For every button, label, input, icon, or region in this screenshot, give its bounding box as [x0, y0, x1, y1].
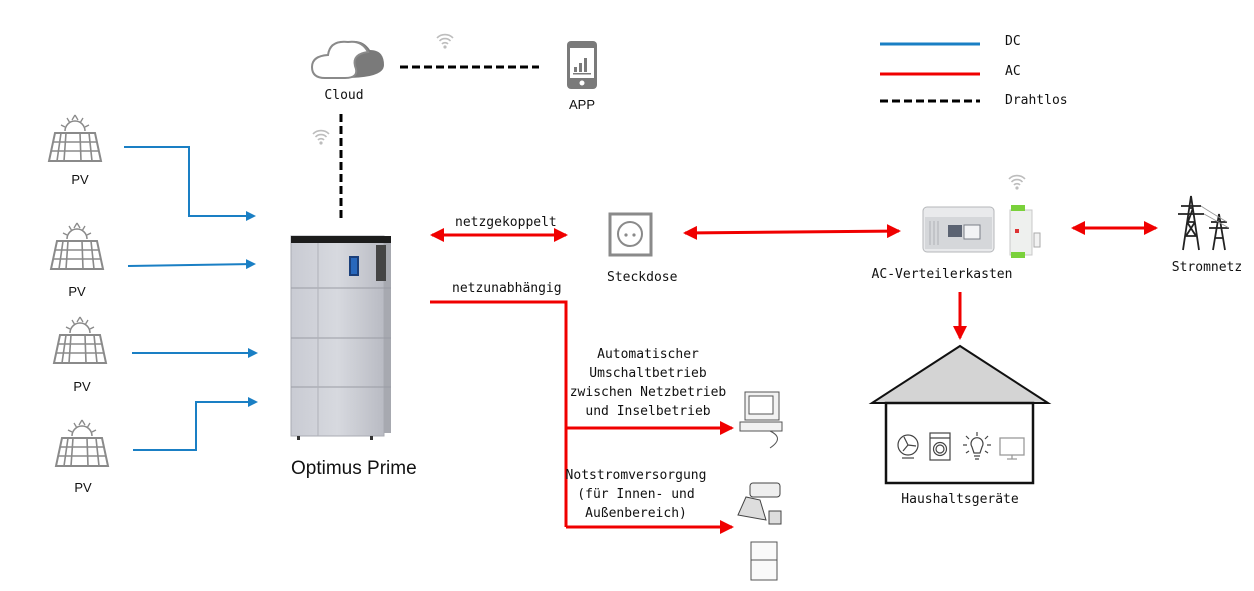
cloud-label: Cloud	[324, 88, 364, 103]
distribution-box-label: AC-Verteilerkasten	[871, 267, 1013, 282]
pv-label: PV	[74, 480, 92, 495]
wifi-icon	[436, 33, 454, 50]
grid-label: Stromnetz	[1171, 260, 1243, 275]
dc-line-pv2	[127, 259, 256, 270]
battery-system-label: Optimus Prime	[291, 458, 417, 479]
pv-panel-icon	[48, 114, 102, 162]
distribution-box-image	[922, 206, 995, 253]
washing-machine-icon	[929, 432, 951, 461]
wifi-icon	[312, 129, 330, 146]
phone-app-icon	[567, 41, 597, 89]
wifi-icon	[1008, 174, 1026, 191]
light-bulb-icon	[963, 432, 991, 460]
pv-panel-icon	[50, 222, 104, 270]
off-grid-label: netzunabhängig	[452, 281, 562, 296]
legend-dc-label: DC	[1005, 34, 1021, 49]
pv-panel-icon	[55, 419, 109, 467]
dc-line-pv4	[133, 397, 258, 451]
cloud-icon	[310, 40, 384, 79]
power-pylon-icon	[1178, 195, 1230, 251]
legend-wireless-label: Drahtlos	[1005, 93, 1068, 108]
battery-system-image	[290, 235, 391, 440]
house-icon	[868, 344, 1052, 485]
legend	[880, 42, 980, 103]
ac-line-socket-distribution	[683, 224, 901, 240]
ac-line-off-grid	[430, 300, 568, 527]
pv-panel-icon	[53, 316, 107, 364]
household-appliances-label: Haushaltsgeräte	[901, 492, 1019, 507]
computer-icon	[739, 391, 783, 449]
legend-ac-label: AC	[1005, 64, 1021, 79]
refrigerator-icon	[750, 541, 778, 581]
socket-icon	[608, 212, 653, 257]
grid-tied-label: netzgekoppelt	[455, 215, 557, 230]
backup-power-label: Notstromversorgung (für Innen- und Außen…	[565, 468, 707, 521]
pv-label: PV	[71, 172, 89, 187]
socket-label: Steckdose	[607, 270, 678, 285]
dc-line-pv1	[124, 146, 256, 221]
auto-switch-label: Automatischer Umschaltbetrieb zwischen N…	[569, 347, 727, 419]
pv-label: PV	[68, 284, 86, 299]
camping-equipment-icon	[737, 482, 782, 525]
smart-meter-image	[1009, 205, 1041, 258]
tv-icon	[999, 437, 1025, 460]
pv-label: PV	[73, 379, 91, 394]
fan-icon	[897, 434, 919, 459]
app-label: APP	[568, 97, 596, 112]
